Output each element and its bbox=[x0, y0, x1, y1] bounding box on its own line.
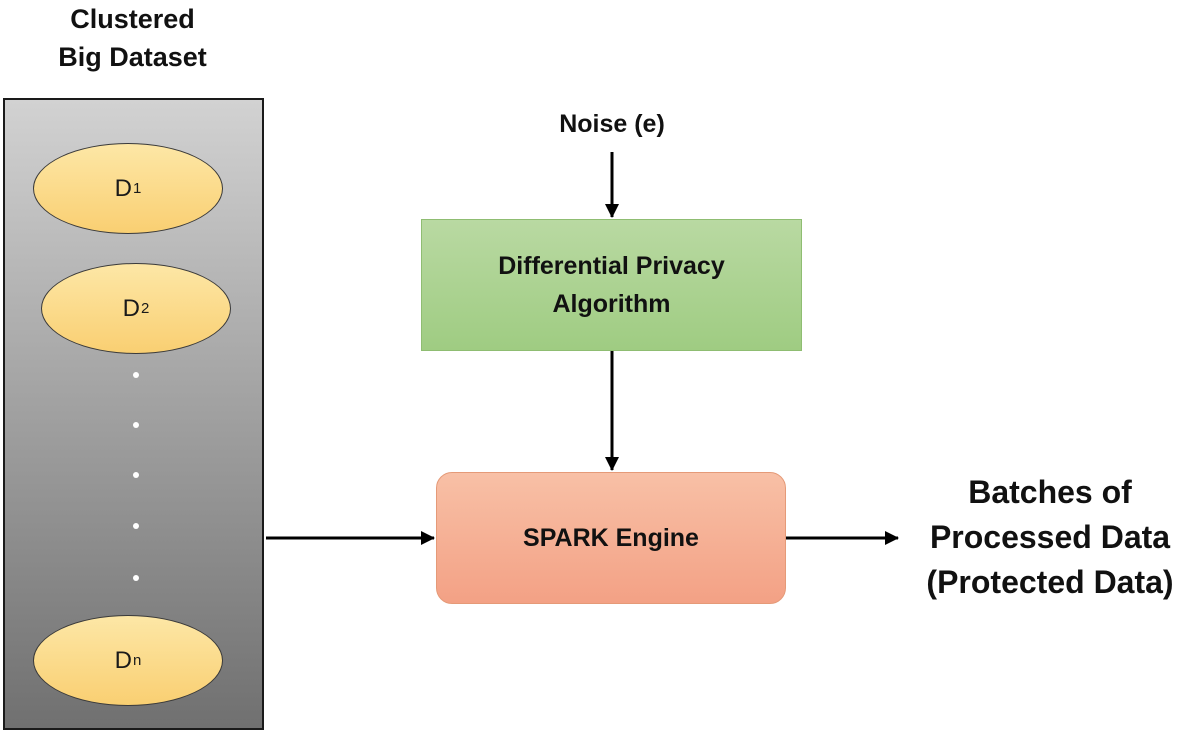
ellipsis-dot bbox=[133, 575, 139, 581]
output-label-line2: Processed Data bbox=[929, 519, 1171, 555]
dp-label-line1: Differential Privacy bbox=[498, 252, 725, 280]
dataset-title-line2: Big Dataset bbox=[58, 42, 207, 72]
cluster-d2-sub: 2 bbox=[141, 300, 150, 317]
output-label-line1: Batches of bbox=[968, 474, 1132, 510]
cluster-d1-base: D bbox=[114, 174, 132, 202]
spark-engine-box: SPARK Engine bbox=[436, 472, 786, 604]
ellipsis-dot bbox=[133, 372, 139, 378]
ellipsis-dot bbox=[133, 422, 139, 428]
cluster-dn-sub: n bbox=[133, 652, 142, 669]
cluster-d1-sub: 1 bbox=[133, 180, 142, 197]
spark-engine-label: SPARK Engine bbox=[523, 523, 699, 552]
cluster-dn-base: D bbox=[114, 646, 132, 674]
ellipsis-dot bbox=[133, 523, 139, 529]
dataset-title-line1: Clustered bbox=[70, 4, 195, 34]
differential-privacy-box: Differential Privacy Algorithm bbox=[421, 219, 802, 351]
dp-label-line2: Algorithm bbox=[552, 290, 671, 318]
output-label: Batches of Processed Data (Protected Dat… bbox=[900, 470, 1200, 605]
output-label-line3: (Protected Data) bbox=[926, 564, 1174, 600]
cluster-d2-base: D bbox=[122, 294, 140, 322]
dataset-title: Clustered Big Dataset bbox=[0, 0, 265, 76]
noise-label: Noise (e) bbox=[559, 110, 665, 138]
ellipsis-dot bbox=[133, 472, 139, 478]
